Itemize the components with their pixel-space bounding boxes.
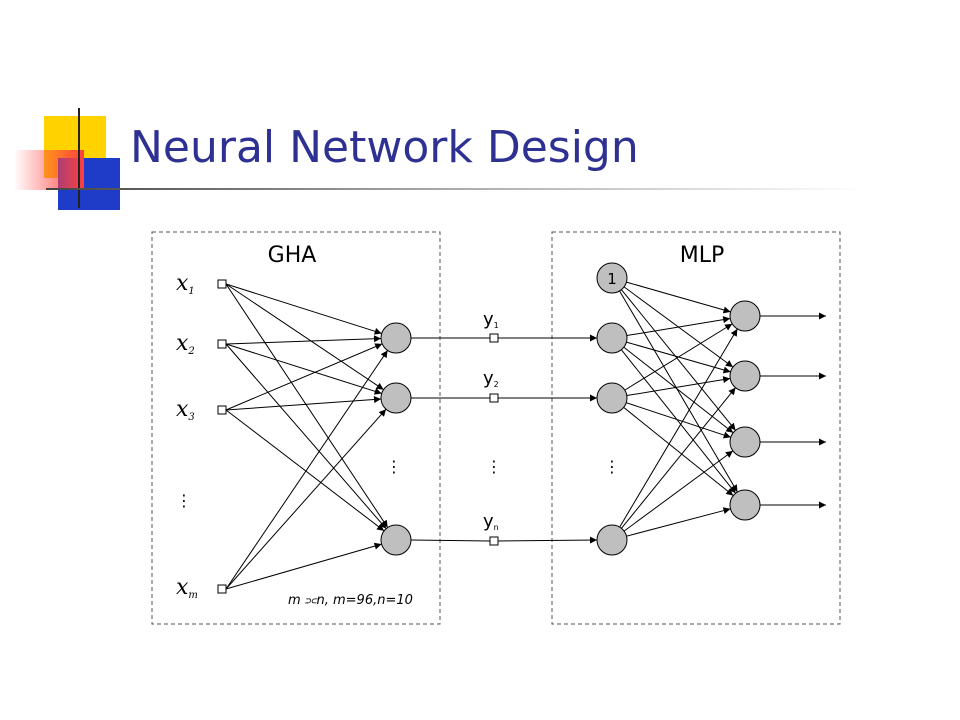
input-to-gha-connection bbox=[225, 283, 382, 335]
mlp-connection bbox=[626, 507, 731, 537]
output-to-mlp-connection bbox=[497, 536, 598, 544]
input-to-gha-connection bbox=[225, 335, 382, 345]
input-to-gha-connection bbox=[225, 396, 382, 411]
input-to-gha-connection bbox=[225, 283, 384, 391]
mlp-connection bbox=[623, 450, 734, 532]
decor-red-bar bbox=[14, 150, 84, 190]
gha-neuron-ellipsis: ⋮ bbox=[386, 457, 402, 476]
input-to-gha-connection bbox=[225, 542, 382, 590]
input-label-x1: x1 bbox=[176, 271, 195, 297]
mlp-label: MLP bbox=[680, 243, 725, 268]
gha-label: GHA bbox=[268, 243, 317, 268]
input-ellipsis: ⋮ bbox=[176, 491, 192, 510]
mlp-output-neuron bbox=[729, 300, 761, 332]
input-to-gha-connection bbox=[225, 343, 387, 529]
input-to-gha-connection bbox=[225, 350, 389, 590]
gha-neuron bbox=[380, 322, 412, 354]
mlp-connection bbox=[626, 376, 731, 397]
gha-box bbox=[151, 231, 441, 625]
parameter-note: m ⫗n, m=96,n=10 bbox=[288, 593, 413, 608]
input-terminal bbox=[217, 339, 227, 349]
mlp-connection bbox=[621, 289, 736, 431]
mlp-connection bbox=[623, 407, 734, 496]
output-terminal bbox=[489, 536, 499, 546]
output-label-y2: y2 bbox=[483, 368, 499, 389]
mlp-input-neuron bbox=[596, 322, 628, 354]
mlp-connection bbox=[626, 316, 731, 337]
input-to-gha-connection bbox=[225, 343, 383, 411]
input-label-xm: xm bbox=[176, 575, 198, 601]
mlp-bias-label: 1 bbox=[607, 270, 617, 288]
mlp-connection bbox=[626, 402, 731, 439]
mlp-input-ellipsis: ⋮ bbox=[604, 457, 620, 476]
mlp-bias-node bbox=[596, 262, 628, 294]
mlp-output-neuron bbox=[729, 426, 761, 458]
output-ellipsis: ⋮ bbox=[486, 457, 502, 476]
mlp-connection bbox=[620, 349, 737, 494]
mlp-input-neuron bbox=[596, 382, 628, 414]
input-to-gha-connection bbox=[225, 408, 387, 590]
mlp-connection bbox=[626, 281, 731, 314]
input-to-gha-connection bbox=[225, 283, 389, 528]
input-label-x2: x2 bbox=[176, 331, 195, 357]
output-terminal bbox=[489, 393, 499, 403]
connections bbox=[225, 281, 826, 590]
mlp-output-neuron bbox=[729, 360, 761, 392]
mlp-connection bbox=[623, 346, 734, 434]
gha-neuron bbox=[380, 382, 412, 414]
page-title: Neural Network Design bbox=[130, 122, 639, 173]
mlp-output-neuron bbox=[729, 489, 761, 521]
output-label-yn: yn bbox=[483, 511, 499, 532]
gha-to-output-connection bbox=[410, 539, 491, 542]
input-to-gha-connection bbox=[225, 409, 385, 532]
mlp-connection bbox=[624, 323, 733, 391]
decor-vertical-line bbox=[78, 108, 80, 208]
mlp-connection bbox=[619, 290, 738, 493]
gha-neuron bbox=[380, 524, 412, 556]
mlp-box bbox=[551, 231, 841, 625]
input-terminal bbox=[217, 405, 227, 415]
output-label-y1: y1 bbox=[483, 309, 499, 330]
input-terminal bbox=[217, 279, 227, 289]
input-to-gha-connection bbox=[225, 343, 382, 395]
mlp-connection bbox=[621, 387, 736, 529]
mlp-input-neuron bbox=[596, 524, 628, 556]
input-label-x3: x3 bbox=[176, 397, 195, 423]
input-terminal bbox=[217, 584, 227, 594]
mlp-connection bbox=[619, 328, 738, 528]
output-terminal bbox=[489, 333, 499, 343]
decor-horizontal-line bbox=[46, 188, 866, 190]
